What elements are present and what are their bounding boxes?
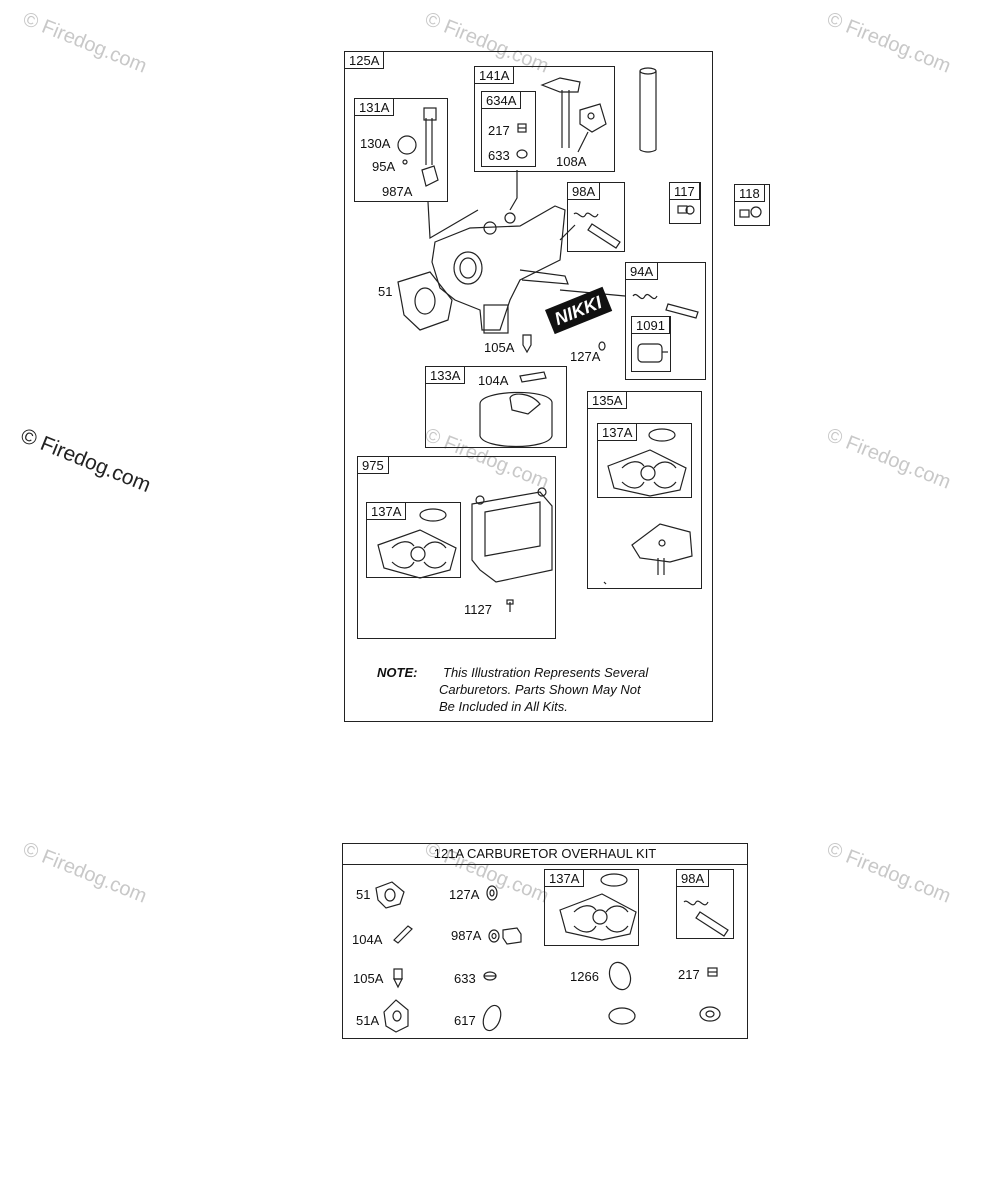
box-137a-left: 137A	[366, 502, 461, 578]
label-51: 51	[378, 284, 393, 299]
note-line-3: Be Included in All Kits.	[439, 699, 568, 714]
tag-118: 118	[734, 184, 765, 202]
assembly-panel-125a: 125A	[344, 51, 713, 722]
tag-975: 975	[357, 456, 389, 474]
kit-screw-217-icon	[707, 967, 718, 977]
kit-label-217: 217	[678, 967, 700, 982]
bowl-975-part	[471, 487, 553, 583]
kit-grommet-icon	[699, 1006, 721, 1022]
kit-label-617: 617	[454, 1013, 476, 1028]
fitting-117-icon	[677, 205, 695, 215]
choke-shaft-part	[540, 77, 607, 153]
kit-title: 121A CARBURETOR OVERHAUL KIT	[343, 844, 747, 865]
tag-117: 117	[669, 182, 700, 200]
kit-gasket-137a-icon	[559, 873, 637, 941]
kit-label-1266: 1266	[570, 969, 599, 984]
tag-98a: 98A	[567, 182, 601, 200]
box-98a: 98A	[567, 182, 625, 252]
label-104a: 104A	[478, 373, 509, 388]
box-135a: 135A	[587, 391, 702, 589]
tag-137a-right: 137A	[597, 423, 638, 441]
needle-105a-icon	[522, 334, 532, 354]
tag-131a: 131A	[354, 98, 395, 116]
tag-133a: 133A	[425, 366, 466, 384]
kit-gasket-51-icon	[375, 881, 405, 909]
tag-141a: 141A	[474, 66, 515, 84]
box-131a: 131A	[354, 98, 448, 202]
label-1127: 1127	[464, 602, 492, 617]
label-987a: 987A	[382, 184, 413, 199]
tag-137a-left: 137A	[366, 502, 407, 520]
box-1091: 1091	[631, 316, 671, 372]
box-133a: 133A	[425, 366, 567, 448]
label-105a: 105A	[484, 340, 515, 355]
note-line-1: This Illustration Represents Several	[443, 665, 649, 680]
box-94a: 94A	[625, 262, 706, 380]
washer-633-icon	[516, 149, 528, 159]
box-975: 975	[357, 456, 556, 639]
screw-217-icon	[517, 123, 527, 133]
tag-125a: 125A	[344, 51, 385, 69]
screw-98a-part	[573, 212, 621, 249]
label-217: 217	[488, 123, 510, 138]
float-133a-part	[479, 371, 553, 448]
note-line-2: Carburetors. Parts Shown May Not	[439, 682, 641, 697]
kit-oring-1266-icon	[608, 961, 632, 991]
kit-label-51: 51	[356, 887, 371, 902]
label-108a: 108A	[556, 154, 587, 169]
box-137a-right: 137A	[597, 423, 692, 498]
box-117: 117	[669, 182, 701, 224]
box-141a: 141A	[474, 66, 615, 172]
tube-part	[639, 67, 657, 153]
kit-label-127a: 127A	[449, 887, 480, 902]
kit-panel-121a: 121A CARBURETOR OVERHAUL KIT	[342, 843, 748, 1039]
kit-box-98a: 98A	[676, 869, 734, 939]
kit-ring-seal-icon	[608, 1007, 636, 1025]
kit-label-633: 633	[454, 971, 476, 986]
label-633: 633	[488, 148, 510, 163]
kit-gasket-51a-icon	[383, 999, 409, 1033]
kit-tag-137a: 137A	[544, 869, 585, 887]
seat-127a-icon	[598, 341, 606, 351]
plate-135a-part	[603, 523, 693, 585]
kit-label-105a: 105A	[353, 971, 384, 986]
note-label: NOTE:	[377, 665, 418, 680]
tag-634a: 634A	[481, 91, 522, 109]
kit-washers-987a-icon	[488, 927, 522, 945]
kit-needle-105a-icon	[393, 968, 403, 989]
primer-part	[397, 107, 439, 187]
box-634a: 634A	[481, 91, 536, 167]
kit-pin-104a-icon	[393, 925, 413, 944]
kit-label-51a: 51A	[356, 1013, 380, 1028]
tag-94a: 94A	[625, 262, 659, 280]
gasket-137a-right-part	[607, 428, 687, 497]
kit-label-104a: 104A	[352, 932, 383, 947]
tag-135a: 135A	[587, 391, 628, 409]
gasket-137a-left-part	[377, 508, 457, 579]
label-130a: 130A	[360, 136, 391, 151]
kit-oring-617-icon	[482, 1004, 502, 1032]
tag-1091: 1091	[631, 316, 670, 334]
label-127a: 127A	[570, 349, 601, 364]
kit-screw-98a-icon	[683, 900, 729, 937]
kit-tag-98a: 98A	[676, 869, 710, 887]
kit-box-137a: 137A	[544, 869, 639, 946]
kit-label-987a: 987A	[451, 928, 482, 943]
solenoid-1091-icon	[637, 343, 668, 363]
screw-94a-part	[632, 293, 699, 319]
kit-washer-633-icon	[483, 971, 497, 981]
screw-1127-icon	[506, 599, 514, 612]
box-118: 118	[734, 184, 770, 226]
fitting-118-icon	[739, 206, 762, 218]
label-95a: 95A	[372, 159, 396, 174]
gasket-51-part	[397, 271, 453, 331]
kit-seat-127a-icon	[486, 885, 498, 901]
